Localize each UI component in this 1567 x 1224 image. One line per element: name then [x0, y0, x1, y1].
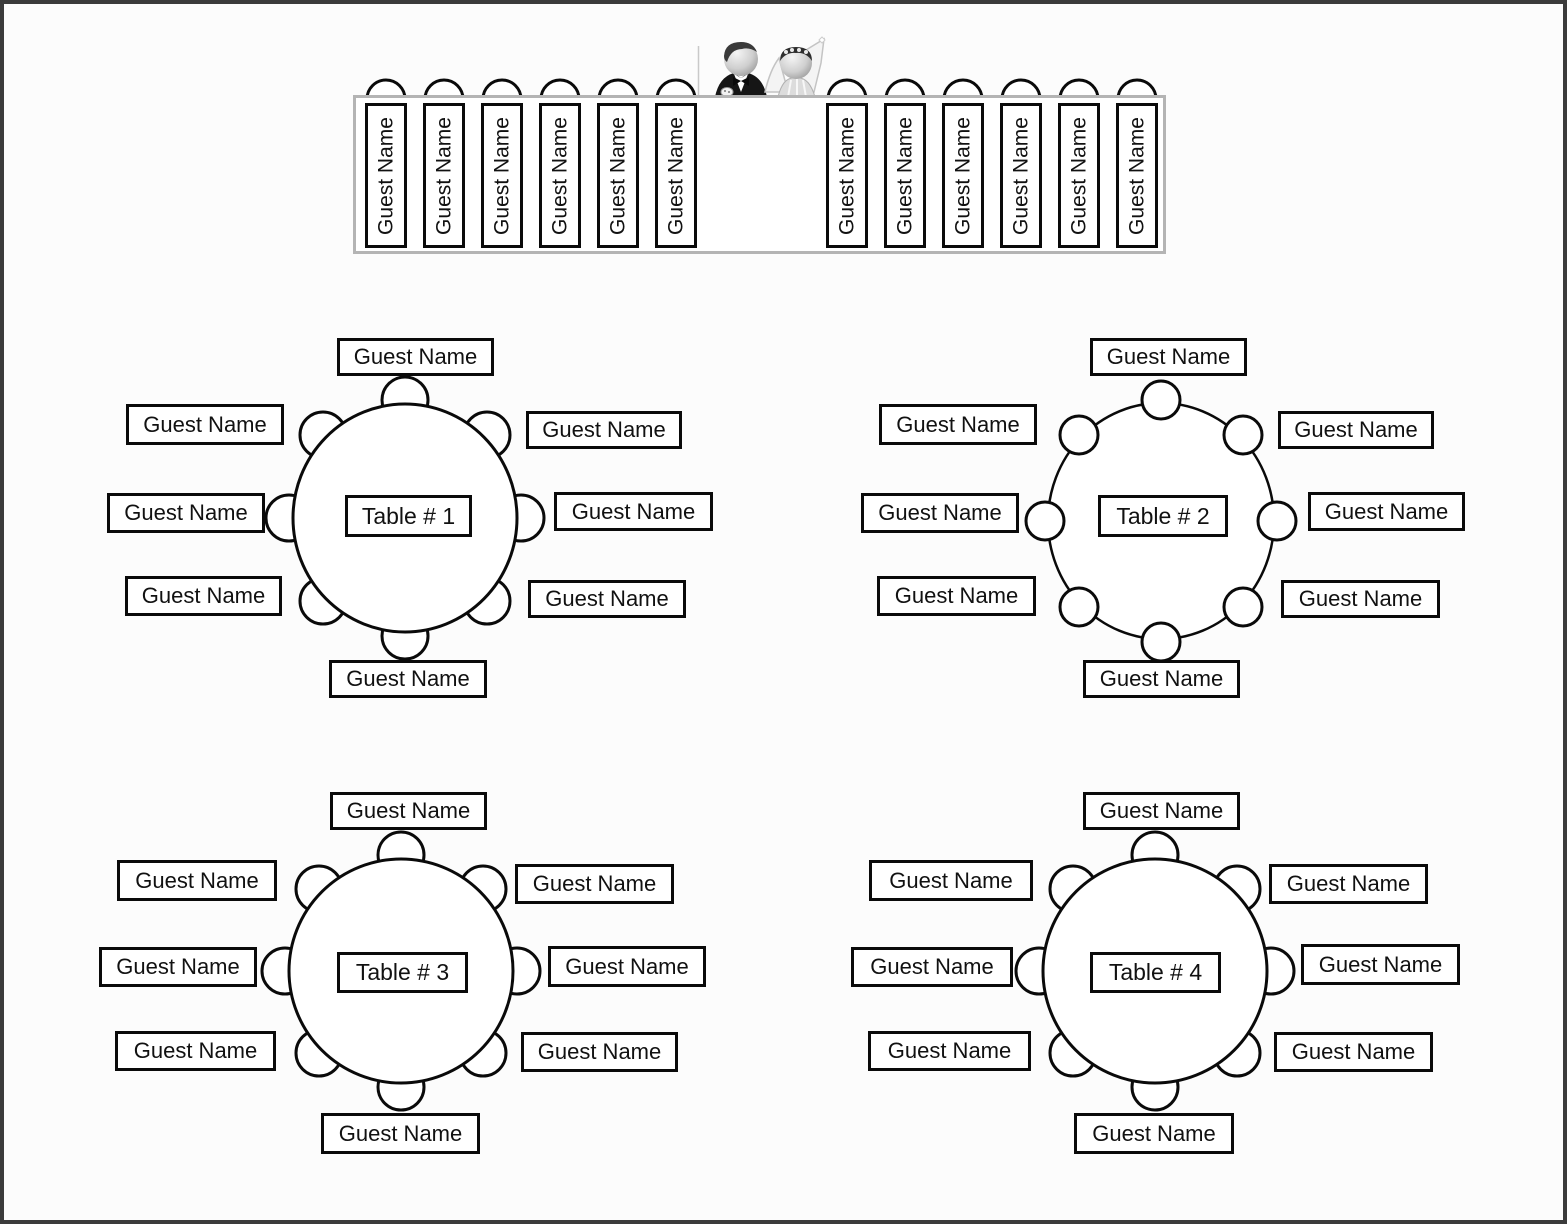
head-seat-card[interactable]: Guest Name: [1116, 103, 1158, 248]
table-4-seat-top-right[interactable]: Guest Name: [1269, 864, 1428, 904]
guest-name-label: Guest Name: [374, 116, 398, 235]
table-2-chairs: [1024, 379, 1298, 663]
table-3-seat-bottom-left[interactable]: Guest Name: [115, 1031, 276, 1071]
table-1-seat-right[interactable]: Guest Name: [554, 492, 713, 531]
table-2-seat-left[interactable]: Guest Name: [861, 493, 1019, 533]
table-1-seat-bottom-right[interactable]: Guest Name: [528, 580, 686, 618]
chair-icon: [1222, 414, 1264, 456]
head-seat-card[interactable]: Guest Name: [655, 103, 697, 248]
guest-name-label: Guest Name: [664, 116, 688, 235]
table-2-name[interactable]: Table # 2: [1098, 495, 1228, 537]
head-seat-card[interactable]: Guest Name: [942, 103, 984, 248]
head-seat-card[interactable]: Guest Name: [423, 103, 465, 248]
table-4-seat-bottom-left[interactable]: Guest Name: [868, 1031, 1031, 1071]
table-3-seat-bottom-right[interactable]: Guest Name: [521, 1032, 678, 1072]
bride-icon: [764, 36, 826, 98]
table-1-seat-top-left[interactable]: Guest Name: [126, 404, 284, 445]
head-seat-card[interactable]: Guest Name: [884, 103, 926, 248]
table-4-seat-bottom-right[interactable]: Guest Name: [1274, 1032, 1433, 1072]
table-4-seat-right[interactable]: Guest Name: [1301, 944, 1460, 985]
table-3-seat-top[interactable]: Guest Name: [330, 792, 487, 830]
table-3-seat-top-right[interactable]: Guest Name: [515, 864, 674, 904]
table-2-seat-bottom-left[interactable]: Guest Name: [877, 576, 1036, 616]
table-1-seat-top-right[interactable]: Guest Name: [526, 411, 682, 449]
head-seat-card[interactable]: Guest Name: [365, 103, 407, 248]
guest-name-label: Guest Name: [951, 116, 975, 235]
chair-icon: [1024, 500, 1066, 542]
table-2-seat-bottom-right[interactable]: Guest Name: [1281, 580, 1440, 618]
chair-icon: [1058, 586, 1100, 628]
head-seat-card[interactable]: Guest Name: [826, 103, 868, 248]
table-2-seat-right[interactable]: Guest Name: [1308, 492, 1465, 531]
table-4-seat-left[interactable]: Guest Name: [851, 947, 1013, 987]
table-2-seat-bottom[interactable]: Guest Name: [1083, 660, 1240, 698]
chair-icon: [1222, 586, 1264, 628]
table-4-chairs: [1014, 830, 1296, 1112]
head-table: [353, 36, 1166, 254]
chair-icon: [1140, 621, 1182, 663]
table-1-seat-bottom-left[interactable]: Guest Name: [125, 576, 282, 616]
head-seat-card[interactable]: Guest Name: [1000, 103, 1042, 248]
chair-icon: [1140, 379, 1182, 421]
head-table-surface: [353, 95, 1166, 254]
table-3-seat-top-left[interactable]: Guest Name: [117, 860, 277, 901]
guest-name-label: Guest Name: [548, 116, 572, 235]
table-3-seat-bottom[interactable]: Guest Name: [321, 1113, 480, 1154]
table-4-seat-top[interactable]: Guest Name: [1083, 792, 1240, 830]
table-4-name[interactable]: Table # 4: [1090, 952, 1221, 993]
table-3-name[interactable]: Table # 3: [337, 952, 468, 993]
guest-name-label: Guest Name: [1125, 116, 1149, 235]
table-2-seat-top-right[interactable]: Guest Name: [1278, 411, 1434, 449]
head-seat-card[interactable]: Guest Name: [597, 103, 639, 248]
table-1-seat-bottom[interactable]: Guest Name: [329, 660, 487, 698]
table-1-seat-left[interactable]: Guest Name: [107, 493, 265, 533]
table-4-group: [1014, 830, 1296, 1112]
chair-icon: [1256, 500, 1298, 542]
groom-icon: [715, 42, 767, 97]
table-4-seat-bottom[interactable]: Guest Name: [1074, 1113, 1234, 1154]
head-seat-card[interactable]: Guest Name: [481, 103, 523, 248]
table-2-seat-top[interactable]: Guest Name: [1090, 338, 1247, 376]
head-seat-card[interactable]: Guest Name: [539, 103, 581, 248]
guest-name-label: Guest Name: [1009, 116, 1033, 235]
chair-icon: [1058, 414, 1100, 456]
head-seat-card[interactable]: Guest Name: [1058, 103, 1100, 248]
guest-name-label: Guest Name: [835, 116, 859, 235]
table-3-seat-right[interactable]: Guest Name: [548, 946, 706, 987]
bride-and-groom-icon: [715, 36, 826, 98]
table-1-name[interactable]: Table # 1: [345, 495, 472, 537]
table-2-seat-top-left[interactable]: Guest Name: [879, 404, 1037, 445]
guest-name-label: Guest Name: [432, 116, 456, 235]
guest-name-label: Guest Name: [893, 116, 917, 235]
table-3-seat-left[interactable]: Guest Name: [99, 947, 257, 987]
guest-name-label: Guest Name: [606, 116, 630, 235]
guest-name-label: Guest Name: [1067, 116, 1091, 235]
table-1-seat-top[interactable]: Guest Name: [337, 338, 494, 376]
table-4-seat-top-left[interactable]: Guest Name: [869, 860, 1033, 901]
guest-name-label: Guest Name: [490, 116, 514, 235]
